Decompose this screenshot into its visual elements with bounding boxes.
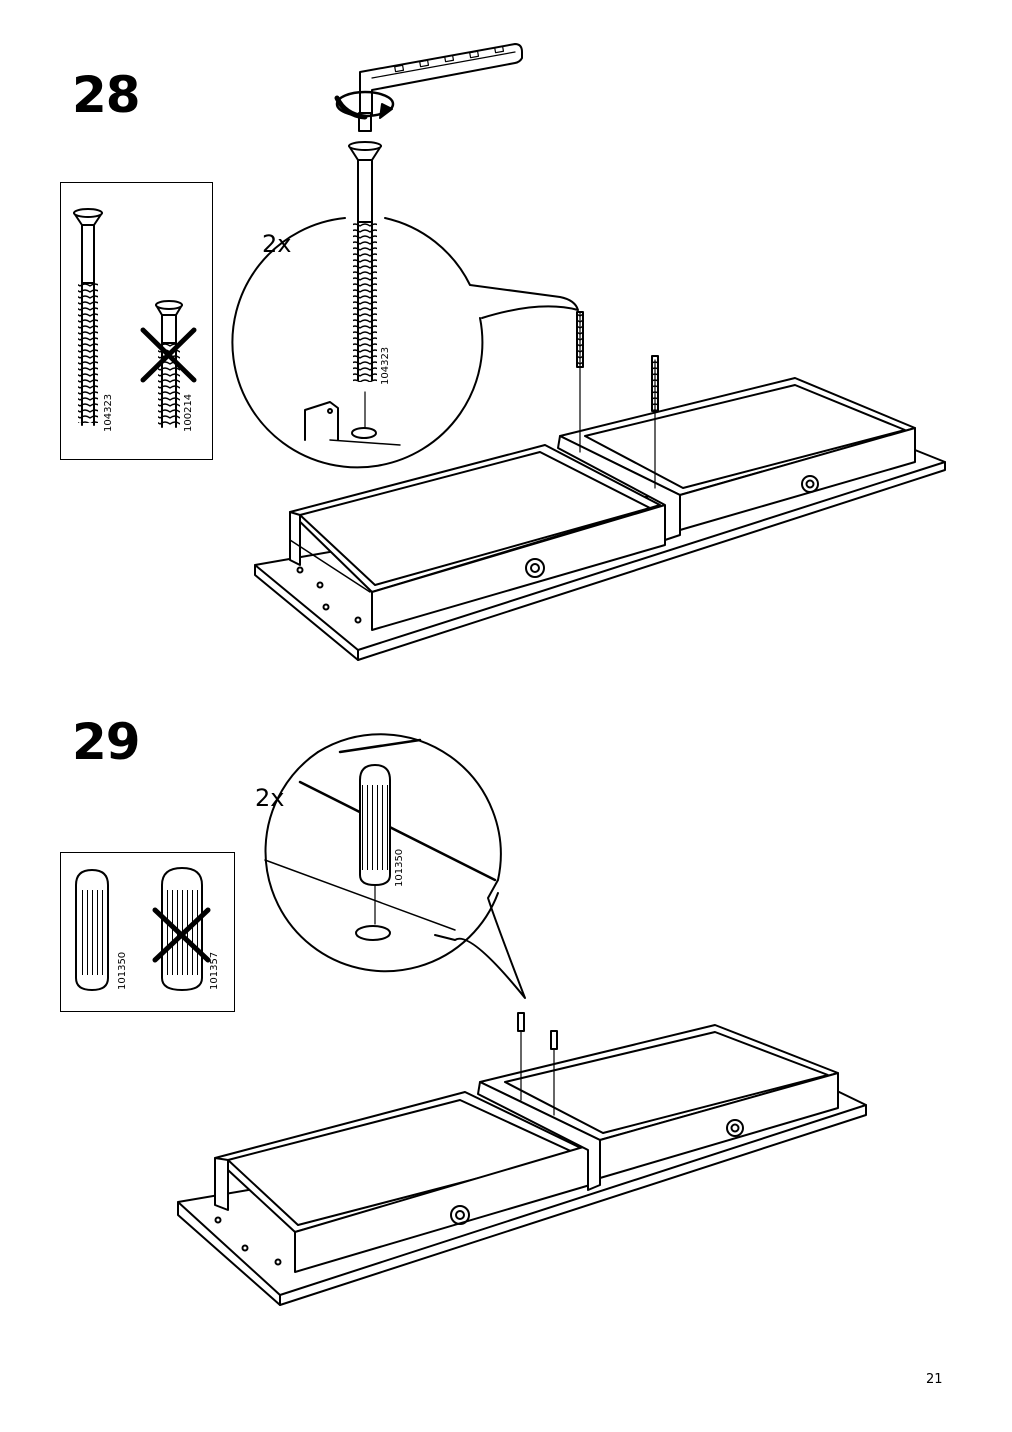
part-code-104323: 104323 <box>103 393 114 432</box>
part-code-100214: 100214 <box>183 393 194 432</box>
screw-icon <box>348 141 382 382</box>
cross-out-icon <box>140 327 197 383</box>
detail-part-code-29: 101350 <box>394 848 405 887</box>
parts-box-29 <box>60 852 235 1012</box>
furniture-drawing-28 <box>254 311 946 661</box>
cross-out-icon <box>152 907 211 963</box>
parts-28 <box>73 208 197 428</box>
allen-key-icon <box>358 43 523 132</box>
detail-magnifier-28 <box>231 217 579 469</box>
step-number-29: 29 <box>72 713 141 771</box>
part-code-101357: 101357 <box>209 951 220 990</box>
furniture-drawing-29 <box>177 1012 867 1306</box>
part-code-101350: 101350 <box>117 951 128 990</box>
quantity-29: 2x <box>255 784 285 812</box>
parts-29 <box>75 867 211 991</box>
dowel-icon <box>359 764 391 886</box>
parts-box-28 <box>60 182 213 460</box>
detail-part-code-28: 104323 <box>380 346 391 385</box>
page-number: 21 <box>926 1372 943 1387</box>
quantity-28: 2x <box>262 230 292 258</box>
step-number-28: 28 <box>72 66 141 124</box>
detail-magnifier-29 <box>264 733 526 999</box>
rotate-arrow-icon <box>334 90 395 120</box>
